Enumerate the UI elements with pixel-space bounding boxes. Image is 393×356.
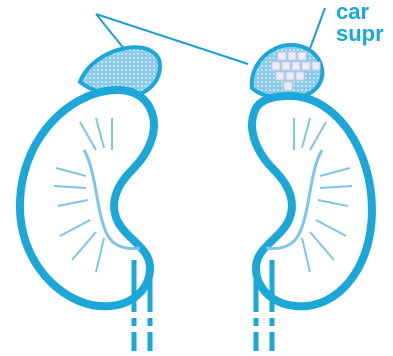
right-kidney-icon [252, 96, 372, 351]
left-kidney-icon [20, 90, 154, 351]
label-right-line2: supr [336, 22, 384, 46]
